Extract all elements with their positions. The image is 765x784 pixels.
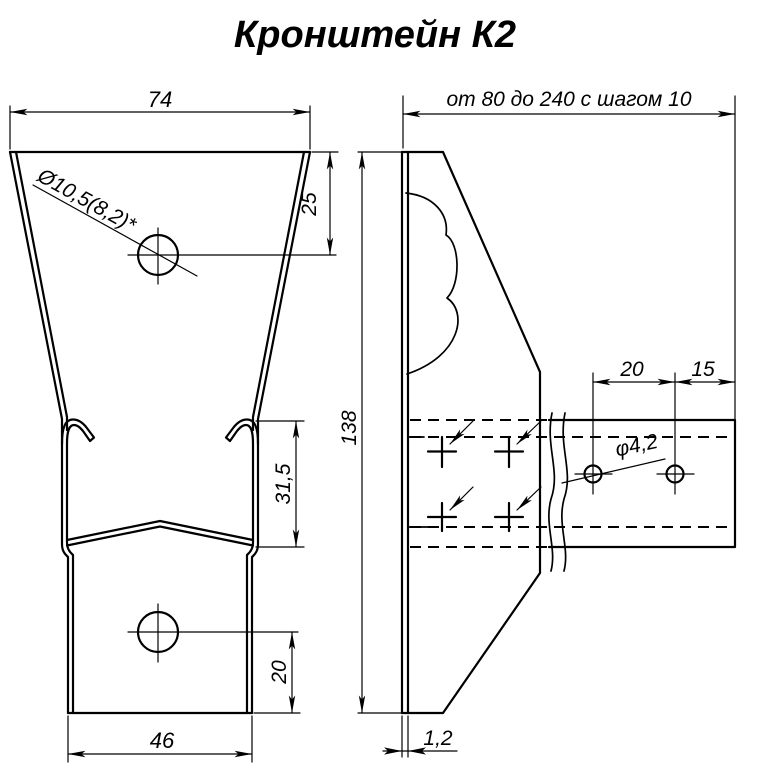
rail-holes — [561, 372, 695, 495]
dim-clip-height-label: 31,5 — [272, 463, 295, 504]
weld-arrow-2 — [516, 420, 542, 445]
dim-arm-length-label: от 80 до 240 с шагом 10 — [446, 88, 691, 111]
weld-arrow-4 — [516, 486, 542, 511]
break-lines — [548, 412, 569, 572]
side-view: от 80 до 240 с шагом 10 138 20 15 φ4,2 1… — [338, 88, 737, 758]
front-right-inner-edge-bottom — [245, 442, 255, 714]
stiffener-scallop — [405, 192, 459, 375]
front-dimensions: 74 Ø10,5(8,2)* 25 31,5 20 46 — [9, 87, 339, 763]
thickness-arrow-left — [384, 747, 402, 755]
clip-hook-right — [224, 418, 260, 446]
drawing-title: Кронштейн К2 — [234, 14, 516, 56]
rail-flange-ticks — [407, 436, 429, 528]
dim-bottom-width-label: 46 — [150, 728, 175, 753]
dim-top-width-label: 74 — [148, 87, 172, 112]
dim-hole-pitch-label: 20 — [619, 358, 644, 381]
wall-plate-edges — [400, 150, 410, 715]
rail-hole-callout-label: φ4,2 — [613, 430, 660, 461]
side-outline — [400, 150, 542, 715]
dim-ext-body-height — [357, 151, 403, 714]
weld-arrow-3 — [449, 486, 474, 511]
front-left-outer-edge — [8, 150, 70, 715]
hole-crosshairs — [127, 227, 337, 663]
dim-ext-thickness — [401, 715, 409, 758]
side-dimensions: от 80 до 240 с шагом 10 138 20 15 φ4,2 1… — [338, 88, 736, 758]
hole-callout-label: Ø10,5(8,2)* — [33, 164, 141, 238]
dim-hole-end-offset-label: 15 — [691, 358, 715, 381]
chevron-fold-upper — [65, 519, 255, 542]
front-left-inner-edge-top — [14, 150, 69, 432]
gusset-outline — [400, 150, 542, 715]
front-right-outer-edge — [250, 150, 312, 715]
front-centerlines — [32, 184, 337, 663]
dim-thickness-label: 1,2 — [423, 727, 453, 750]
rail-hole-crosshairs — [574, 372, 695, 495]
front-outline — [8, 150, 312, 715]
hole-callout-leader — [32, 184, 198, 277]
dim-body-height-label: 138 — [338, 410, 361, 445]
rail-hidden-lines — [410, 419, 728, 548]
spot-weld-marks — [426, 420, 542, 533]
rail-hole-callout-leader — [561, 458, 666, 484]
dim-hole-offset-label: 25 — [298, 192, 321, 217]
dim-ext-arm-length — [402, 95, 736, 421]
dim-bottom-hole-label: 20 — [268, 660, 291, 685]
front-view: 74 Ø10,5(8,2)* 25 31,5 20 46 — [8, 87, 339, 763]
weld-arrow-1 — [449, 420, 474, 445]
chevron-fold-lower — [65, 525, 255, 547]
horizontal-rail — [407, 412, 737, 572]
clip-hook-left — [60, 418, 96, 446]
rail-visible-edges — [547, 418, 737, 549]
thickness-arrow-right — [408, 747, 426, 755]
front-right-inner-edge-top — [251, 150, 306, 432]
front-left-inner-edge-bottom — [65, 442, 75, 714]
weld-crosses — [426, 435, 525, 533]
